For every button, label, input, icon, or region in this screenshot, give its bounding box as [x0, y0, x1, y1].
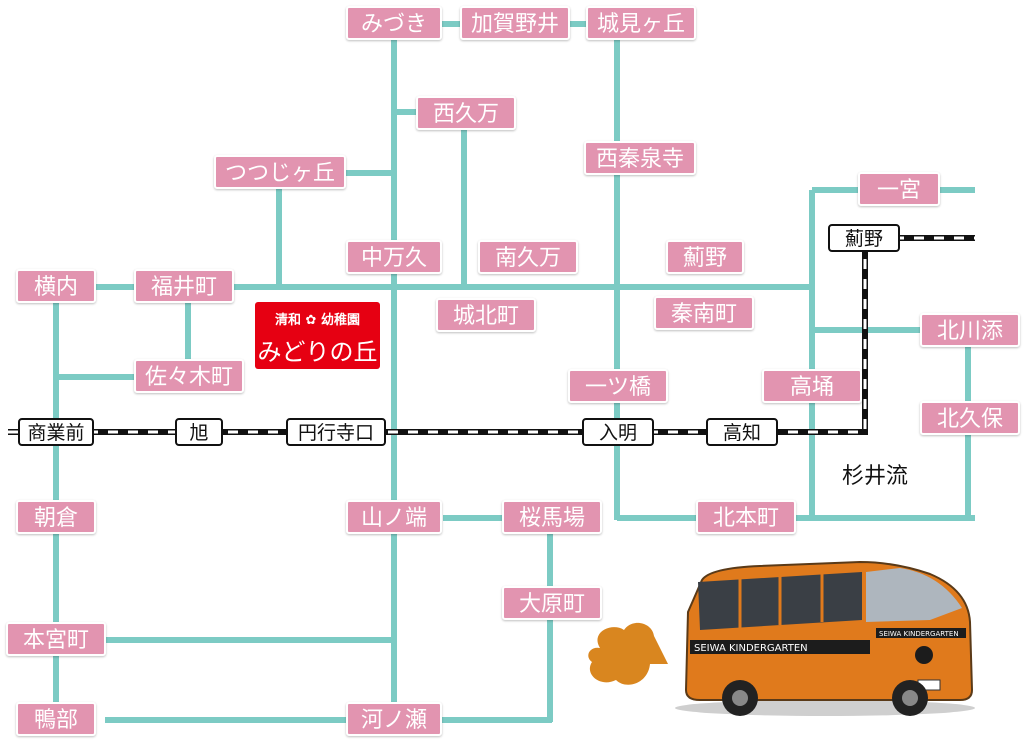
kindergarten-bus: SEIWA KINDERGARTEN SEIWA KINDERGARTEN: [588, 560, 975, 716]
stop-hadanancho: 秦南町: [654, 296, 754, 330]
stop-yokouchi: 横内: [16, 269, 96, 303]
stop-honmiyacho: 本宮町: [6, 622, 106, 656]
stop-azamino: 薊野: [666, 240, 744, 274]
speech-bubble: [588, 622, 668, 685]
flower-icon: ✿: [305, 313, 317, 328]
stop-tsutsujigaoka: つつじヶ丘: [214, 155, 346, 189]
station-azamino: 薊野: [828, 224, 900, 252]
stop-mizuki: みづき: [346, 6, 442, 40]
stop-kitakawazoe: 北川添: [920, 313, 1020, 347]
stop-nishikuma: 西久万: [416, 96, 516, 130]
station-kochi: 高知: [706, 418, 778, 446]
logo-name: みどりの丘: [257, 338, 378, 366]
stop-sakurababa: 桜馬場: [502, 500, 602, 534]
stop-sasakicho: 佐々木町: [134, 359, 244, 393]
railway: [8, 235, 975, 435]
stop-takasu: 高埇: [762, 369, 862, 403]
stop-ichinomiya: 一宮: [858, 172, 940, 206]
stop-kagano-i: 加賀野井: [460, 6, 570, 40]
stop-kitahonmachi: 北本町: [696, 500, 796, 534]
stop-kamobe: 鴨部: [16, 702, 96, 736]
stop-shiromigaoka: 城見ヶ丘: [586, 6, 696, 40]
stop-minamikuma: 南久万: [478, 240, 578, 274]
stop-hitotsubashi: 一ツ橋: [568, 369, 668, 403]
stop-kitakubo: 北久保: [920, 401, 1020, 435]
kindergarten-logo: 清和 ✿ 幼稚園 みどりの丘: [255, 302, 380, 369]
stop-nakakuma: 中万久: [346, 240, 442, 274]
station-asahi: 旭: [175, 418, 223, 446]
stop-fukuicho: 福井町: [134, 269, 234, 303]
stop-johokucho: 城北町: [436, 298, 536, 332]
logo-text-1: 清和: [275, 313, 302, 328]
logo-text-2: 幼稚園: [320, 313, 360, 328]
bus-side-text: SEIWA KINDERGARTEN: [694, 643, 808, 654]
stop-oharacho: 大原町: [502, 586, 602, 620]
stop-saijinsenji: 西秦泉寺: [584, 141, 696, 175]
area-label: 杉井流: [842, 464, 909, 489]
stop-yamanohana: 山ノ端: [346, 500, 442, 534]
station-iriake: 入明: [582, 418, 654, 446]
station-shogyomae: 商業前: [18, 418, 94, 446]
railway-dashes: [8, 236, 975, 434]
stop-asakura: 朝倉: [16, 500, 96, 534]
station-enkojiguchi: 円行寺口: [286, 418, 386, 446]
bus-front-text: SEIWA KINDERGARTEN: [879, 630, 959, 638]
stop-kawanose: 河ノ瀬: [346, 702, 442, 736]
